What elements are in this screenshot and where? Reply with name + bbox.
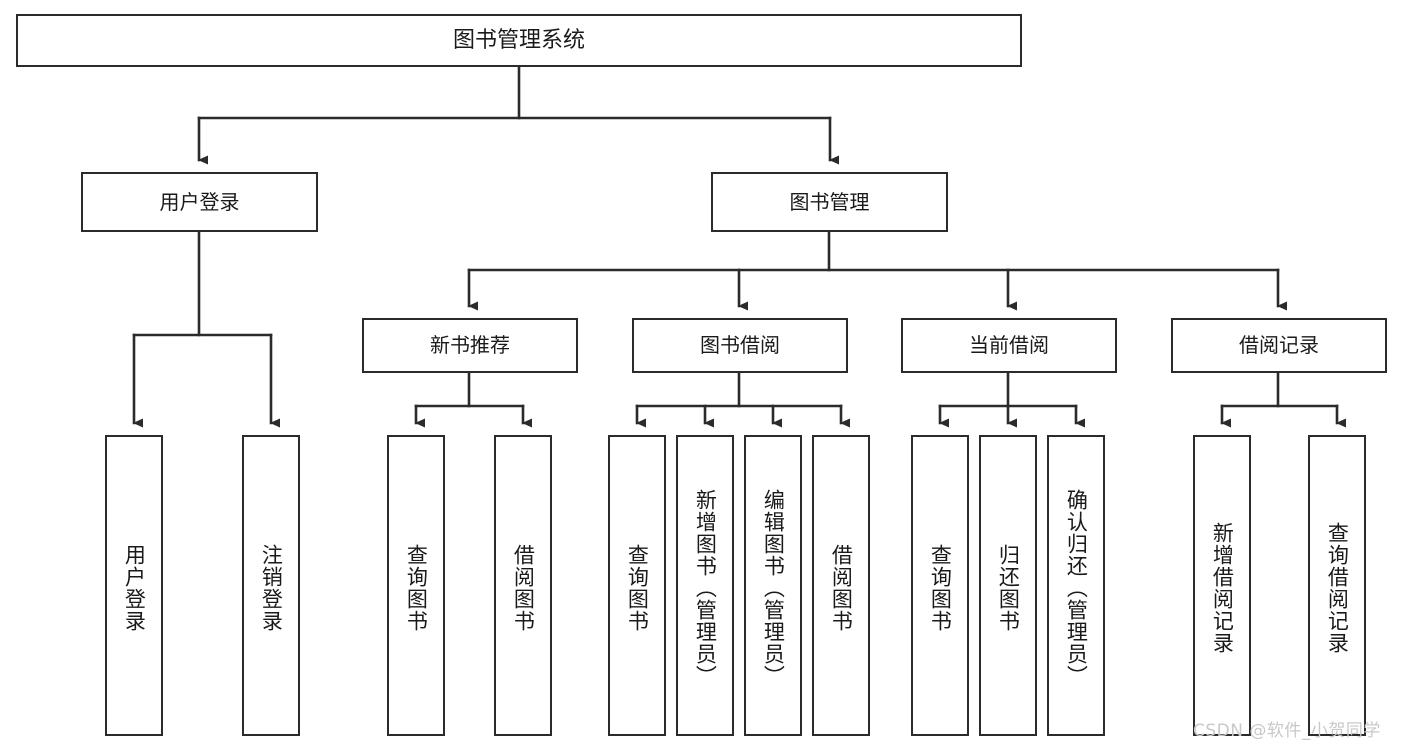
leaf-add-book-admin[interactable]: 新增图书（管理员）	[676, 435, 734, 736]
node-label: 新书推荐	[430, 333, 510, 357]
leaf-query-borrow-record[interactable]: 查询借阅记录	[1308, 435, 1366, 736]
node-root-system[interactable]: 图书管理系统	[16, 14, 1022, 67]
node-label: 图书管理	[789, 189, 870, 214]
node-label: 用户登录	[122, 543, 147, 632]
node-current-borrow[interactable]: 当前借阅	[901, 318, 1117, 373]
leaf-query-book-current[interactable]: 查询图书	[911, 435, 969, 736]
watermark: CSDN @软件_小贺同学	[1193, 721, 1381, 741]
leaf-confirm-return-admin[interactable]: 确认归还（管理员）	[1047, 435, 1105, 736]
node-label: 新增图书（管理员）	[693, 488, 718, 687]
node-book-management[interactable]: 图书管理	[711, 172, 948, 232]
node-label: 当前借阅	[969, 333, 1049, 357]
leaf-borrow-book[interactable]: 借阅图书	[812, 435, 870, 736]
leaf-edit-book-admin[interactable]: 编辑图书（管理员）	[744, 435, 802, 736]
node-label: 图书管理系统	[452, 27, 585, 53]
leaf-logout[interactable]: 注销登录	[242, 435, 300, 736]
node-user-login[interactable]: 用户登录	[81, 172, 318, 232]
leaf-add-borrow-record[interactable]: 新增借阅记录	[1193, 435, 1251, 736]
node-label: 归还图书	[996, 543, 1021, 632]
node-label: 新增借阅记录	[1210, 521, 1235, 654]
node-borrow-record[interactable]: 借阅记录	[1171, 318, 1387, 373]
node-label: 查询图书	[928, 543, 953, 632]
leaf-borrow-book-recommend[interactable]: 借阅图书	[494, 435, 552, 736]
leaf-return-book[interactable]: 归还图书	[979, 435, 1037, 736]
node-label: 确认归还（管理员）	[1064, 488, 1089, 687]
node-new-book-recommend[interactable]: 新书推荐	[362, 318, 578, 373]
node-label: 借阅图书	[829, 543, 854, 632]
leaf-query-book-recommend[interactable]: 查询图书	[387, 435, 445, 736]
node-label: 借阅记录	[1239, 333, 1319, 357]
leaf-query-book-borrow[interactable]: 查询图书	[608, 435, 666, 736]
node-label: 借阅图书	[511, 543, 536, 632]
node-label: 查询图书	[404, 543, 429, 632]
leaf-user-login[interactable]: 用户登录	[105, 435, 163, 736]
node-label: 注销登录	[259, 543, 284, 632]
node-label: 用户登录	[159, 189, 240, 214]
node-label: 查询图书	[625, 543, 650, 632]
node-book-borrow[interactable]: 图书借阅	[632, 318, 848, 373]
node-label: 图书借阅	[700, 333, 780, 357]
node-label: 编辑图书（管理员）	[761, 488, 786, 687]
node-label: 查询借阅记录	[1325, 521, 1350, 654]
